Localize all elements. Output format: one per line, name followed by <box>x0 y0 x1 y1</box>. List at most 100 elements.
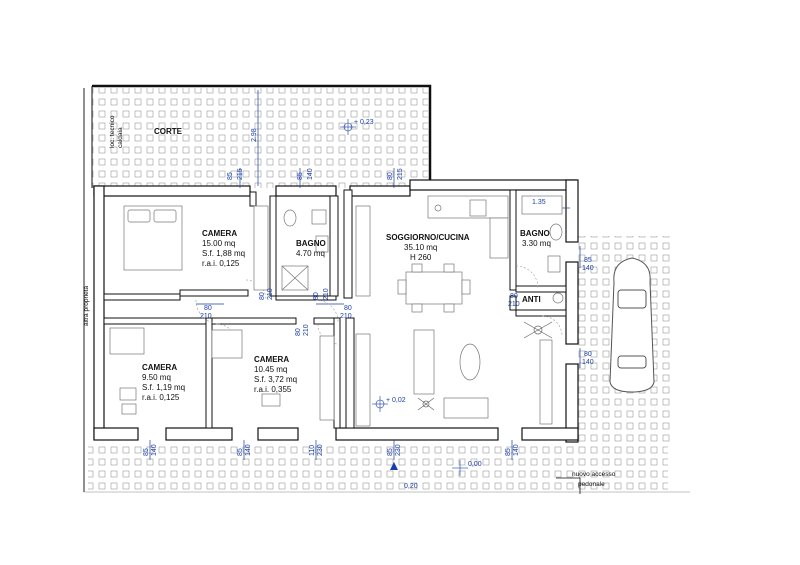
bagno2-fixtures <box>521 195 564 304</box>
dim-mid-210d: 210 <box>340 313 352 320</box>
camera1-rai: r.a.i. 0,125 <box>202 259 240 268</box>
anti-title: ANTI <box>522 295 541 304</box>
dim-bot-140a: 140 <box>151 444 158 456</box>
dim-right-80b: 80 <box>584 351 592 358</box>
soggiorno-furniture <box>355 195 553 427</box>
dim-top-215a: 215 <box>237 168 244 180</box>
dim-mid-80d: 80 <box>344 305 352 312</box>
dim-top-215c: 215 <box>397 168 404 180</box>
desk-icon <box>119 387 137 401</box>
dim-top-85b: 85 <box>297 172 304 180</box>
single-bed-icon <box>109 327 145 355</box>
dim-mid-80a: 80 <box>204 305 212 312</box>
front-yard-tiles <box>88 442 668 492</box>
bagno1-area: 4.70 mq <box>296 249 325 258</box>
washer-icon <box>552 292 564 304</box>
plant-icon <box>523 321 553 339</box>
dim-top-140b: 140 <box>307 168 314 180</box>
wardrobe-icon <box>253 205 269 291</box>
dim-135: 1.35 <box>532 199 546 206</box>
dim-bot-85a: 85 <box>143 448 150 456</box>
sink-icon <box>315 235 329 253</box>
dim-bot-230c: 230 <box>317 444 324 456</box>
pedestrian-access-marker <box>556 477 581 494</box>
bagno2-area: 3.30 mq <box>522 239 551 248</box>
dim-top-80c: 80 <box>387 172 394 180</box>
bedroom-furniture <box>109 327 335 421</box>
dim-bot-85d: 85 <box>387 448 394 456</box>
desk2-icon <box>261 393 281 407</box>
entrance-arrow-icon <box>390 462 398 470</box>
dim-bot-85e: 85 <box>505 448 512 456</box>
camera2-sf: S.f. 1,19 mq <box>142 383 185 392</box>
rug-icon <box>459 343 481 381</box>
loc-tecnico-note: loc. tecnico <box>109 115 116 148</box>
dim-mid-210a: 210 <box>200 313 212 320</box>
level-street: 0,20 <box>404 483 418 490</box>
level-corte: + 0,23 <box>354 119 374 126</box>
dining-table-icon <box>405 271 463 305</box>
camera3-rai: r.a.i. 0,355 <box>254 385 292 394</box>
dim-mid-210e: 210 <box>303 324 310 336</box>
kitchen-column-icon <box>489 217 509 259</box>
ceiling-fan-icon <box>417 397 435 411</box>
interior-walls <box>103 189 567 429</box>
dim-right-85a: 85 <box>584 257 592 264</box>
soggiorno-area: 35.10 mq <box>404 243 437 252</box>
dim-mid-210b: 210 <box>267 288 274 300</box>
level-marker-corte <box>340 119 356 135</box>
corte-tiles <box>92 88 428 188</box>
dim-mid-80e: 80 <box>295 328 302 336</box>
level-marker-interior <box>372 396 388 412</box>
dim-mid-80b: 80 <box>259 292 266 300</box>
camera2-rai: r.a.i. 0,125 <box>142 393 180 402</box>
accesso-note-2: pedonale <box>578 481 605 488</box>
dim-mid-210f: 210 <box>508 301 520 308</box>
dim-bot-110c: 110 <box>309 445 316 456</box>
tv-unit-icon <box>539 339 553 425</box>
toilet-icon <box>283 209 297 227</box>
corte-wall <box>92 84 432 188</box>
dim-bot-85b: 85 <box>237 448 244 456</box>
dim-bot-230d: 230 <box>395 444 402 456</box>
dim-top-85a: 85 <box>227 172 234 180</box>
dim-mid-80f: 80 <box>510 293 518 300</box>
bagno2-title: BAGNO <box>520 229 550 238</box>
dim-bot-140e: 140 <box>513 444 520 456</box>
camera3-area: 10.45 mq <box>254 365 287 374</box>
sofa-icon <box>413 329 435 395</box>
kitchen-counter-icon <box>427 195 509 219</box>
dim-298: 2.98 <box>251 128 258 142</box>
caldaia-note: caldaia <box>117 127 124 148</box>
dim-mid-210c: 210 <box>323 288 330 300</box>
dim-right-140b: 140 <box>582 359 594 366</box>
corte-title: CORTE <box>154 127 183 136</box>
camera1-area: 15.00 mq <box>202 239 235 248</box>
accesso-note-1: nuovo accesso <box>572 471 616 478</box>
bagno1-fixtures <box>281 209 329 291</box>
exterior-walls <box>93 179 579 443</box>
dim-right-140a: 140 <box>582 265 594 272</box>
camera1-title: CAMERA <box>202 229 237 238</box>
camera1-sf: S.f. 1,88 mq <box>202 249 245 258</box>
altra-proprieta-note: altra proprietà <box>83 286 90 326</box>
soggiorno-title: SOGGIORNO/CUCINA <box>386 233 470 242</box>
camera2-area: 9.50 mq <box>142 373 171 382</box>
camera3-title: CAMERA <box>254 355 289 364</box>
car-icon <box>609 257 655 393</box>
camera3-sf: S.f. 3,72 mq <box>254 375 297 384</box>
level-interior: + 0,02 <box>386 397 406 404</box>
bagno1-title: BAGNO <box>296 239 326 248</box>
camera2-title: CAMERA <box>142 363 177 372</box>
single-bed2-icon <box>211 329 243 359</box>
bathtub-icon <box>521 195 563 215</box>
dim-mid-80c: 80 <box>313 292 320 300</box>
toilet2-icon <box>549 223 563 241</box>
sink2-icon <box>547 255 561 273</box>
camera1-furniture <box>123 205 269 291</box>
soggiorno-height: H 260 <box>410 253 432 262</box>
dim-bot-140b: 140 <box>245 444 252 456</box>
stove-icon <box>469 199 487 217</box>
level-marker-exterior <box>452 460 468 476</box>
dimension-lines <box>149 90 581 460</box>
